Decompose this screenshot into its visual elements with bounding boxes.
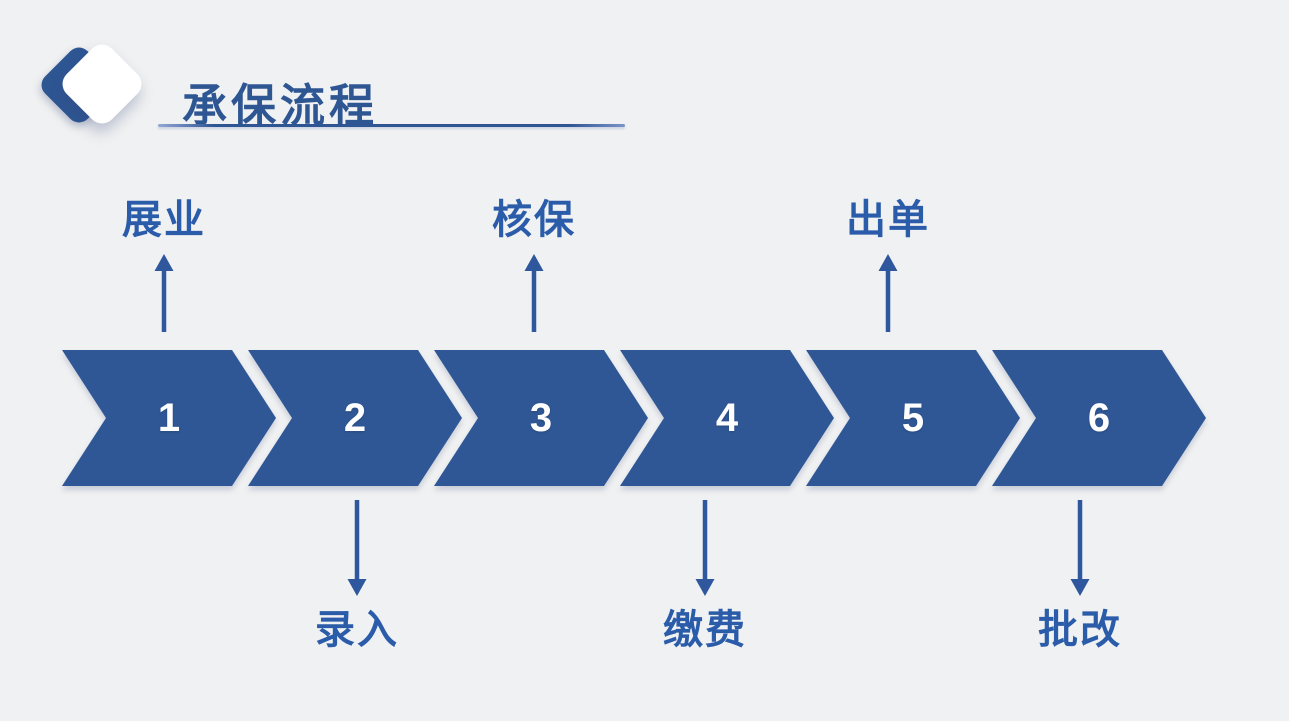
step-number: 3	[529, 396, 553, 440]
chevron-step: 3	[434, 350, 648, 486]
step-label-group: 批改	[1010, 500, 1150, 652]
chevron-step: 6	[992, 350, 1206, 486]
step-label: 批改	[1038, 608, 1122, 652]
step-number: 5	[901, 396, 925, 440]
step-label: 出单	[846, 198, 930, 242]
page-title: 承保流程	[182, 80, 379, 132]
step-label-group: 展业	[94, 198, 234, 332]
title-underline	[158, 124, 625, 127]
down-arrow-icon	[1070, 500, 1090, 596]
step-label: 录入	[315, 608, 399, 652]
step-label-group: 出单	[818, 198, 958, 332]
step-label: 展业	[122, 198, 206, 242]
step-number: 4	[715, 396, 739, 440]
step-number: 1	[157, 396, 181, 440]
step-label-group: 核保	[464, 198, 604, 332]
chevron-step: 1	[62, 350, 276, 486]
chevron-step: 5	[806, 350, 1020, 486]
step-label-group: 缴费	[635, 500, 775, 652]
down-arrow-icon	[347, 500, 367, 596]
step-number: 6	[1087, 396, 1111, 440]
chevron-step: 2	[248, 350, 462, 486]
down-arrow-icon	[695, 500, 715, 596]
step-number: 2	[343, 396, 367, 440]
chevron-step: 4	[620, 350, 834, 486]
up-arrow-icon	[878, 254, 898, 332]
step-label-group: 录入	[287, 500, 427, 652]
step-label: 核保	[492, 198, 576, 242]
step-label: 缴费	[663, 608, 747, 652]
up-arrow-icon	[154, 254, 174, 332]
up-arrow-icon	[524, 254, 544, 332]
